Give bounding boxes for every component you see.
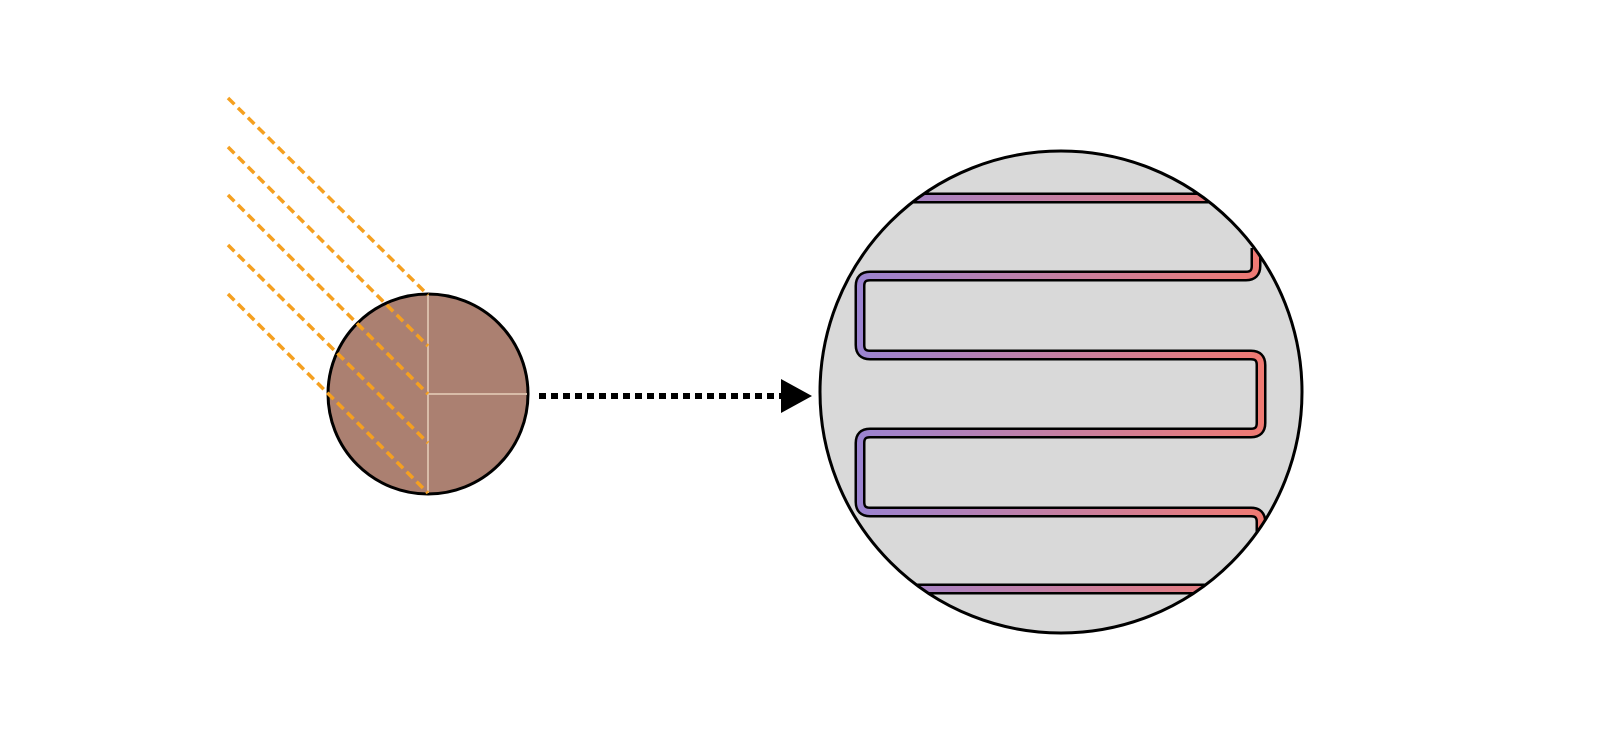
sun-ray-2 [226,145,430,348]
dotted-arrow-icon [539,379,812,413]
sun-ray-5 [226,292,430,495]
zoom-detail [818,149,1304,635]
serpentine-pipe [854,192,1267,595]
dotted-arrow-head [781,379,812,413]
serpentine-pipe-fill [857,195,1264,592]
sun-ray-1 [226,96,430,297]
zoom-detail-border [818,149,1304,635]
sun-rays-icon [226,96,430,495]
sun-ray-3 [226,193,430,396]
sun-ray-4 [226,243,430,445]
zoom-detail-disc [820,151,1302,633]
